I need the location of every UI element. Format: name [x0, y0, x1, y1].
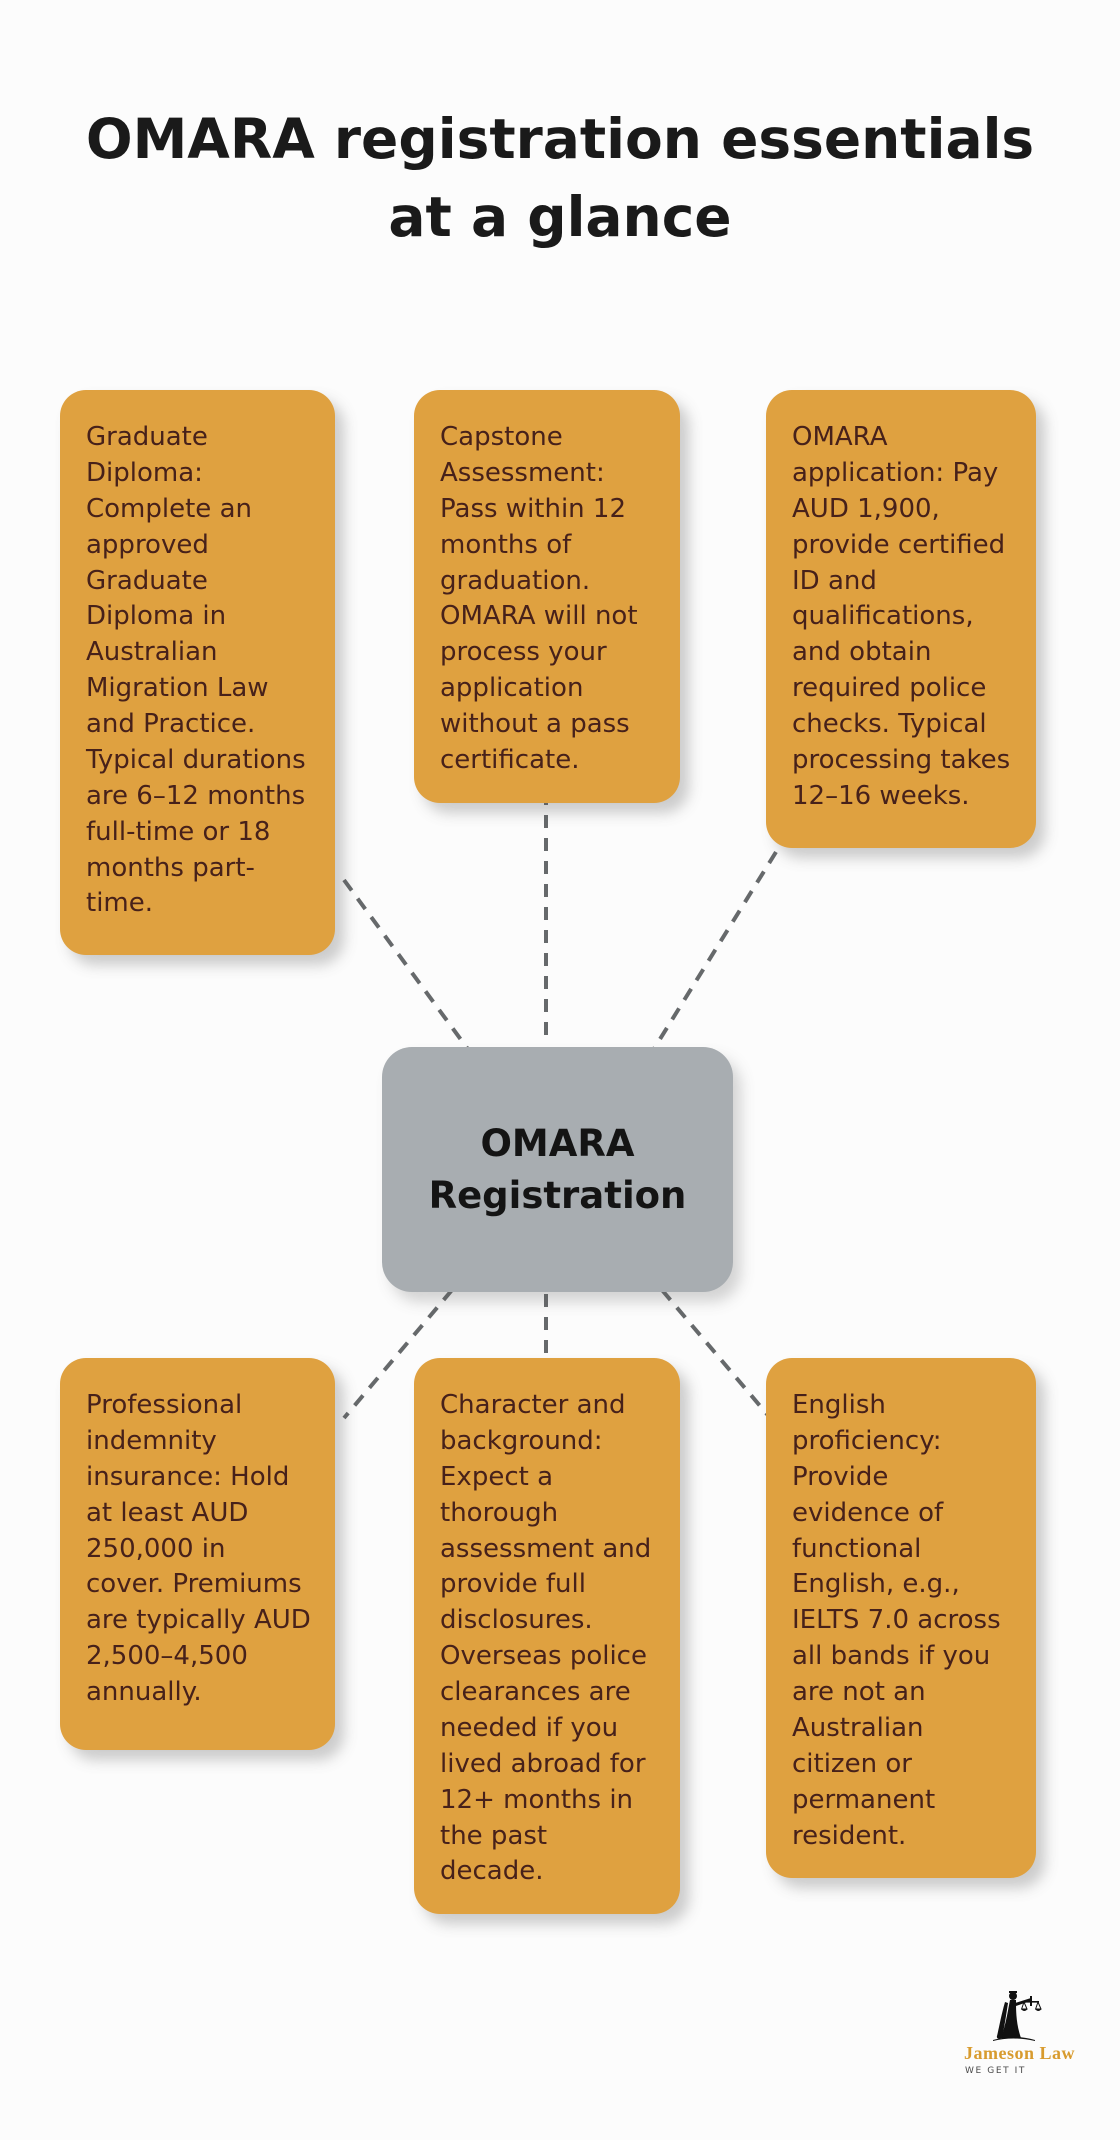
- node-capstone-assessment: Capstone Assessment: Pass within 12 mont…: [414, 390, 680, 803]
- node-english-proficiency: English proficiency: Provide evidence of…: [766, 1358, 1036, 1879]
- node-character-and-background: Character and background: Expect a thoro…: [414, 1358, 680, 1915]
- node-english-proficiency-text: English proficiency: Provide evidence of…: [792, 1390, 1001, 1851]
- page-title-line1: OMARA registration essentials: [85, 107, 1035, 171]
- connector-top-right: [650, 850, 778, 1054]
- node-graduate-diploma: Graduate Diploma: Complete an approved G…: [60, 390, 335, 955]
- logo-tagline: WE GET IT: [965, 2065, 1027, 2076]
- logo-wordmark: Jameson Law: [964, 2043, 1076, 2063]
- node-omara-application-text: OMARA application: Pay AUD 1,900, provid…: [792, 422, 1011, 811]
- jameson-law-logo: Jameson Law WE GET IT: [950, 1990, 1080, 2076]
- connector-top-left: [342, 878, 472, 1054]
- node-professional-indemnity-insurance: Professional indemnity insurance: Hold a…: [60, 1358, 335, 1750]
- page-title: OMARA registration essentials at a glanc…: [0, 100, 1120, 256]
- node-capstone-assessment-text: Capstone Assessment: Pass within 12 mont…: [440, 422, 638, 775]
- center-node-label: OMARA Registration: [428, 1121, 687, 1217]
- node-graduate-diploma-text: Graduate Diploma: Complete an approved G…: [86, 422, 306, 919]
- node-professional-indemnity-text: Professional indemnity insurance: Hold a…: [86, 1390, 311, 1707]
- node-omara-application: OMARA application: Pay AUD 1,900, provid…: [766, 390, 1036, 848]
- lady-justice-icon: [993, 1991, 1042, 2041]
- page-title-line2: at a glance: [388, 185, 732, 250]
- node-character-background-text: Character and background: Expect a thoro…: [440, 1390, 652, 1887]
- center-node-omara-registration: OMARA Registration: [382, 1047, 733, 1292]
